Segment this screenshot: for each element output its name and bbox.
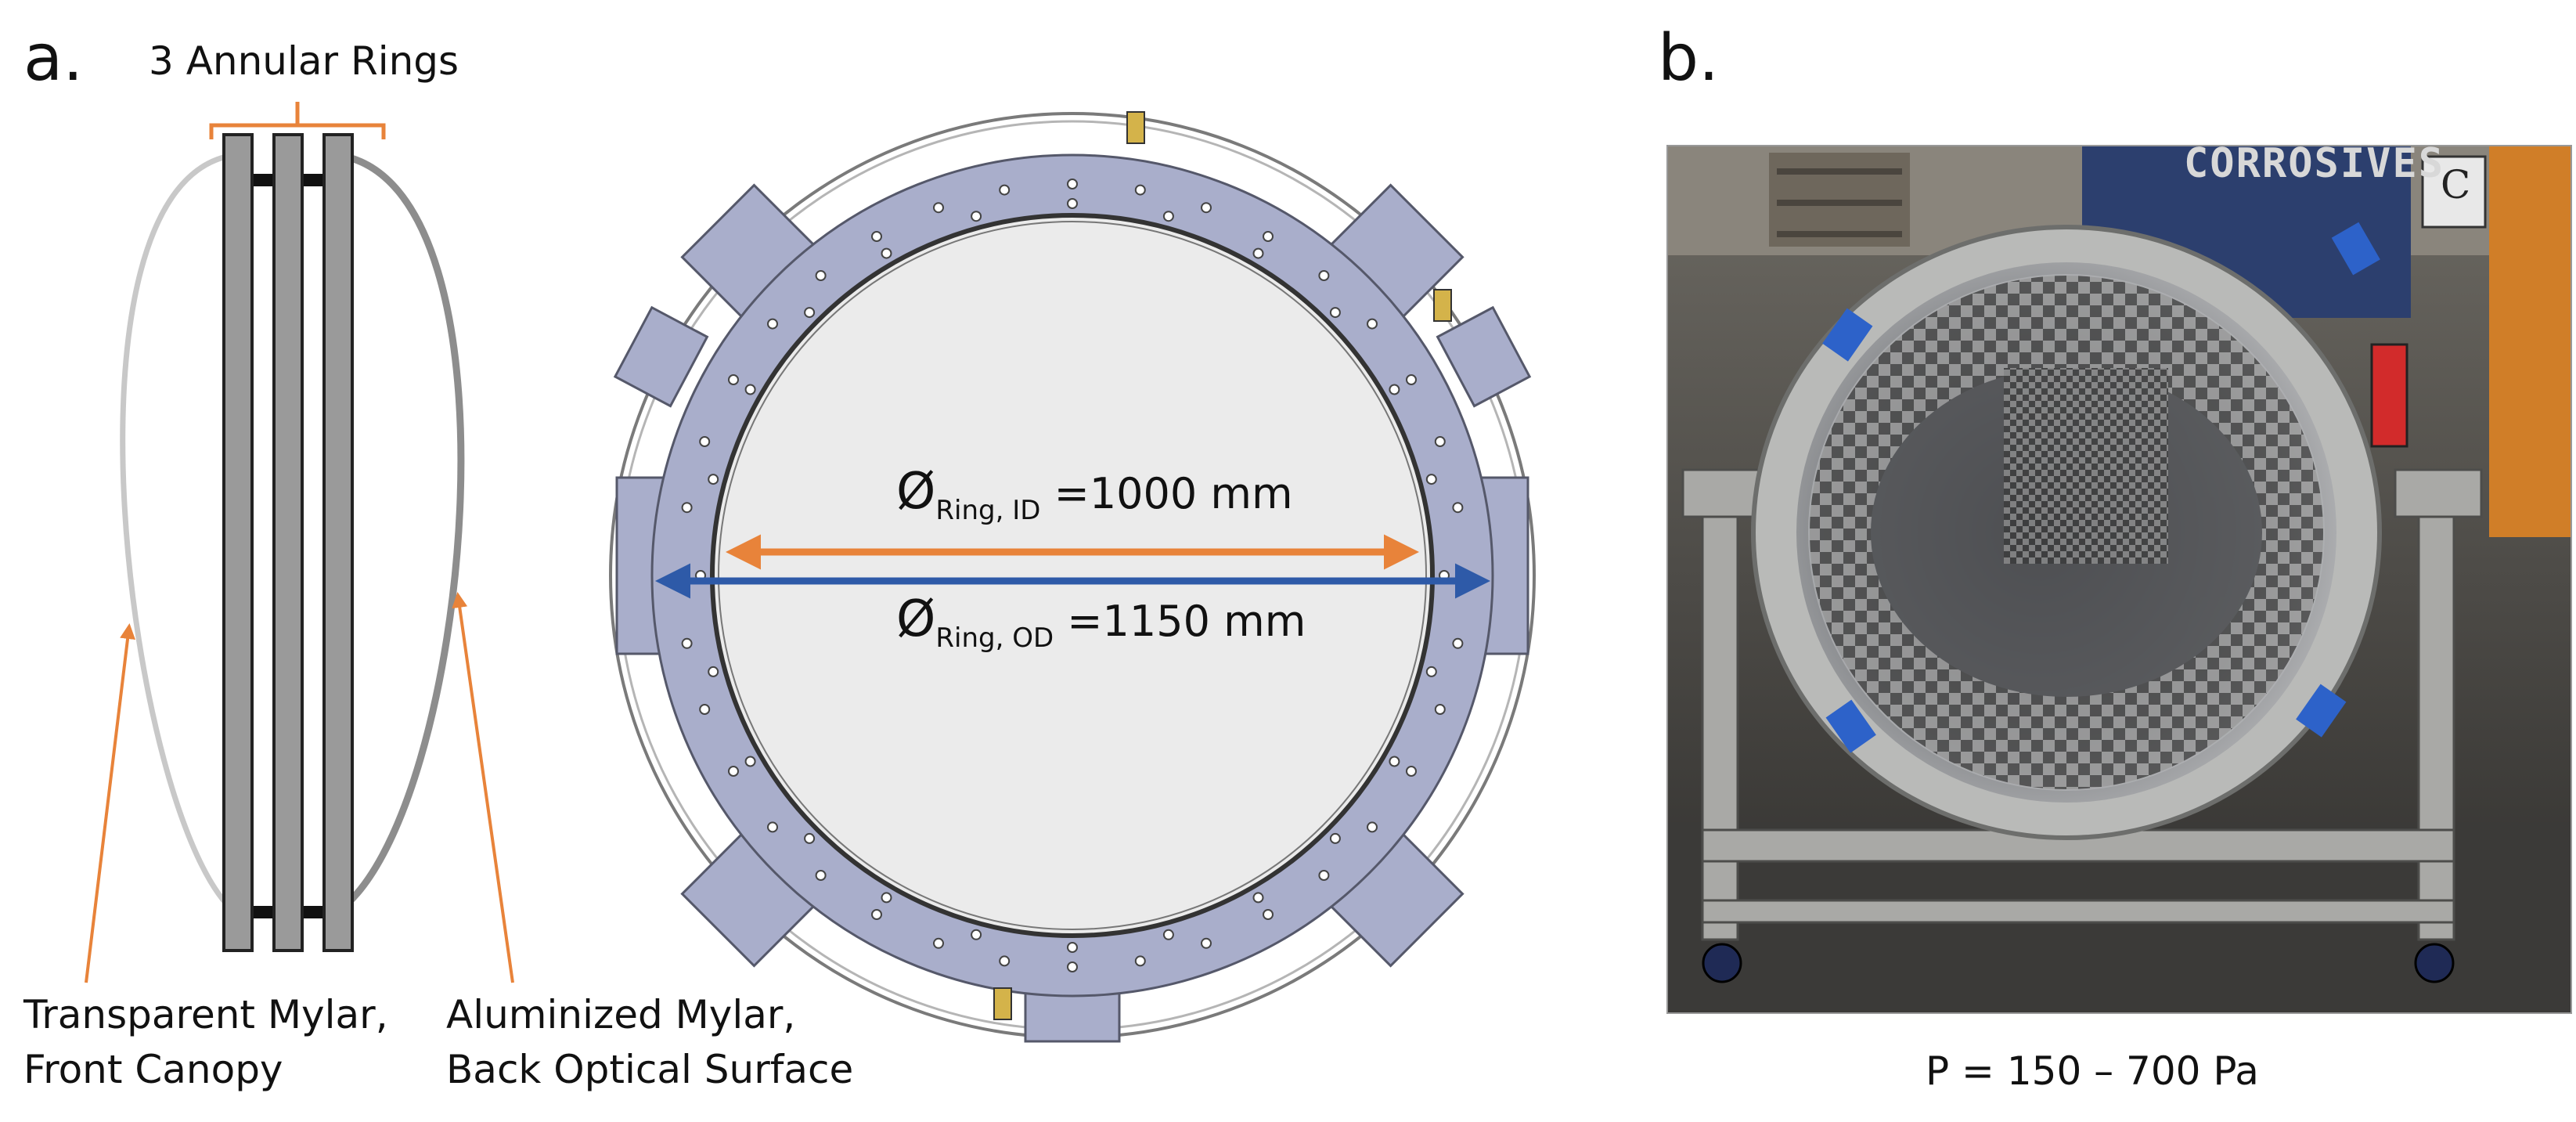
- bolt-hole: [708, 666, 719, 677]
- pressure-caption: P = 150 – 700 Pa: [1926, 1048, 2259, 1094]
- front-canopy-label-line1: Transparent Mylar,: [23, 992, 388, 1037]
- front-canopy-leader: [85, 623, 136, 983]
- rings-bracket: [209, 102, 386, 139]
- back-surface-label-line2: Back Optical Surface: [446, 1047, 854, 1092]
- outer-diameter-label: ØRing, OD =1150 mm: [896, 590, 1306, 653]
- front-canopy-label-line2: Front Canopy: [23, 1047, 283, 1092]
- gas-fittings: [993, 111, 1452, 1020]
- bolt-hole: [699, 436, 711, 447]
- inner-diameter-symbol: Ø: [896, 463, 936, 521]
- annular-ring-1: [222, 133, 254, 952]
- bolt-hole: [1452, 502, 1464, 514]
- prototype-photo: [1667, 146, 2571, 1013]
- bolt-hole: [1067, 198, 1078, 209]
- bolt-hole: [971, 929, 982, 940]
- bolt-holes: [676, 179, 1469, 972]
- annular-ring-3: [322, 133, 354, 952]
- bolt-hole: [1389, 756, 1400, 767]
- tape-tabs: [1822, 222, 2380, 753]
- bolt-hole: [681, 637, 693, 649]
- bolt-hole: [971, 211, 982, 222]
- back-surface-label-line1: Aluminized Mylar,: [446, 992, 796, 1037]
- ring-front-view: [609, 111, 1536, 1043]
- bolt-hole: [1067, 179, 1078, 189]
- bolt-hole: [1201, 202, 1212, 214]
- bolt-hole: [1134, 955, 1146, 967]
- bolt-hole: [1067, 961, 1078, 972]
- bolt-hole: [815, 270, 827, 281]
- bolt-hole: [881, 247, 892, 259]
- outer-diameter-value: =1150 mm: [1054, 597, 1306, 646]
- rings-label: 3 Annular Rings: [149, 38, 459, 84]
- bolt-hole: [1134, 184, 1146, 196]
- bolt-hole: [804, 307, 816, 319]
- bolt-hole: [1452, 637, 1464, 649]
- bolt-hole: [1425, 666, 1437, 677]
- outer-diameter-symbol: Ø: [896, 590, 936, 648]
- panel-a-letter: a.: [23, 21, 84, 96]
- bolt-hole: [1318, 270, 1330, 281]
- bolt-hole: [1389, 384, 1400, 395]
- bolt-hole: [1201, 937, 1212, 949]
- pressure-gauge: [2370, 343, 2408, 448]
- bolt-hole: [1252, 892, 1264, 904]
- bolt-hole: [681, 502, 693, 514]
- bolt-hole: [1162, 211, 1174, 222]
- bolt-hole: [728, 374, 739, 385]
- bolt-hole: [1434, 704, 1446, 715]
- bolt-hole: [744, 756, 756, 767]
- bolt-hole: [1263, 909, 1274, 920]
- bolt-hole: [744, 384, 756, 395]
- reflected-checkerboard: [1808, 274, 2325, 791]
- bolt-hole: [1367, 318, 1378, 330]
- bolt-hole: [1067, 942, 1078, 953]
- photo-sign-letter: C: [2441, 162, 2471, 207]
- front-canopy-membrane: [120, 152, 237, 915]
- bolt-hole: [871, 231, 882, 242]
- bolt-hole: [1434, 436, 1446, 447]
- bolt-hole: [933, 202, 944, 214]
- annular-ring-2: [272, 133, 304, 952]
- inner-diameter-value: =1000 mm: [1040, 469, 1293, 518]
- stand: [1681, 468, 2483, 941]
- side-view: [85, 102, 514, 983]
- ring-inner-disk: [710, 213, 1435, 938]
- bolt-hole: [1252, 247, 1264, 259]
- bolt-hole: [699, 704, 711, 715]
- bolt-hole: [767, 821, 778, 833]
- back-optical-membrane: [334, 151, 465, 915]
- bolt-hole: [728, 766, 739, 777]
- photo-sign-text: CORROSIVES: [2184, 140, 2445, 187]
- bolt-hole: [999, 184, 1011, 196]
- bolt-hole: [1318, 870, 1330, 881]
- casters: [1702, 943, 2455, 983]
- inner-diameter-label: ØRing, ID =1000 mm: [896, 463, 1293, 525]
- bolt-hole: [815, 870, 827, 881]
- bolt-hole: [881, 892, 892, 904]
- bolt-hole: [1162, 929, 1174, 940]
- bolt-hole: [708, 474, 719, 485]
- panel-b-letter: b.: [1658, 21, 1720, 96]
- bolt-hole: [804, 832, 816, 844]
- bolt-hole: [1367, 821, 1378, 833]
- outer-diameter-subscript: Ring, OD: [935, 622, 1054, 654]
- back-surface-leader: [452, 592, 514, 983]
- inner-diameter-subscript: Ring, ID: [935, 495, 1041, 526]
- bolt-hole: [1406, 374, 1417, 385]
- bolt-hole: [1425, 474, 1437, 485]
- bolt-hole: [1329, 832, 1341, 844]
- bolt-hole: [767, 318, 778, 330]
- bolt-hole: [1329, 307, 1341, 319]
- bolt-hole: [933, 937, 944, 949]
- bolt-hole: [871, 909, 882, 920]
- bolt-hole: [1263, 231, 1274, 242]
- bolt-hole: [999, 955, 1011, 967]
- bolt-hole: [1406, 766, 1417, 777]
- photo-border: [1666, 145, 2572, 1014]
